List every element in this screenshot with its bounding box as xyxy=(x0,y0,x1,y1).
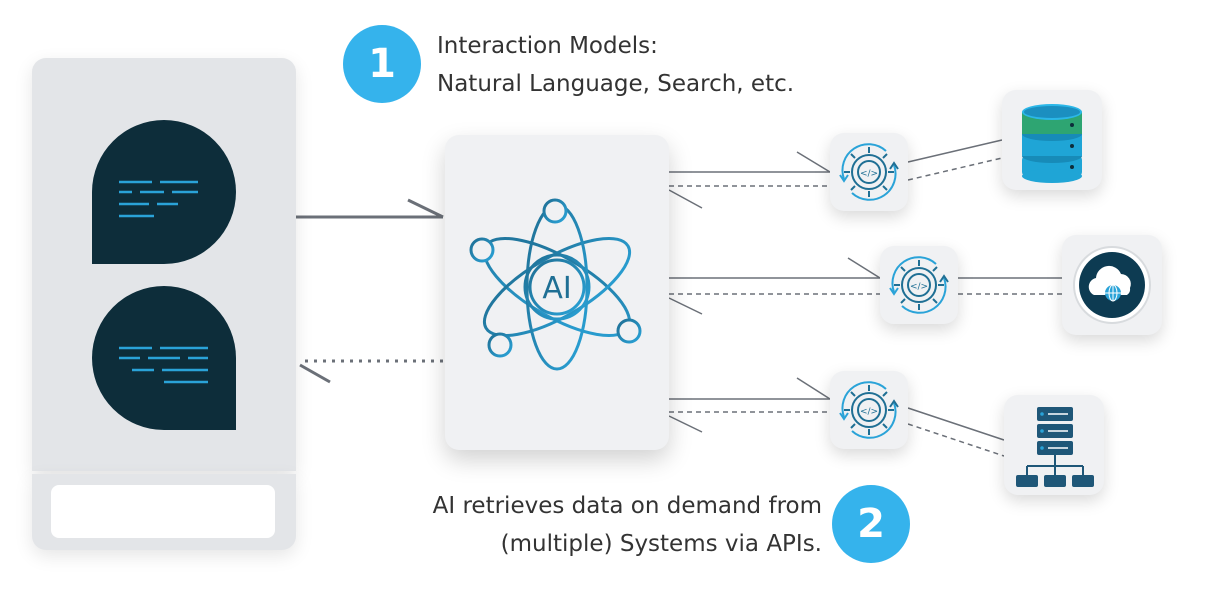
cloud-globe-icon xyxy=(1073,246,1151,324)
step-2-caption-line-2: (multiple) Systems via APIs. xyxy=(500,531,822,557)
ai-label: AI xyxy=(542,271,571,306)
system-cloud xyxy=(1062,235,1162,335)
system-call-line xyxy=(907,139,1003,163)
chat-input-field[interactable] xyxy=(51,485,275,538)
api-gear-icon: </> xyxy=(889,256,949,314)
api-gear-icon: </> xyxy=(839,381,899,439)
api-code-glyph: </> xyxy=(860,407,878,417)
ai-engine-card xyxy=(445,135,669,450)
atom-icon: AI xyxy=(469,198,642,371)
system-database xyxy=(1002,90,1102,190)
server-network-icon xyxy=(1016,407,1094,487)
step-1-caption: Interaction Models: Natural Language, Se… xyxy=(437,27,794,103)
step-2-caption: AI retrieves data on demand from (multip… xyxy=(380,487,822,563)
api-call-arrowhead xyxy=(796,151,831,173)
step-1-caption-line-1: Interaction Models: xyxy=(437,33,658,59)
step-2-badge: 2 xyxy=(832,485,910,563)
api-return-arrowhead xyxy=(668,415,703,433)
step-2-caption-line-1: AI retrieves data on demand from xyxy=(432,493,822,519)
chat-bubble-assistant xyxy=(92,286,236,430)
system-return-line xyxy=(907,423,1005,457)
chat-bubble-user xyxy=(92,120,236,264)
api-call-arrowhead xyxy=(796,377,831,400)
step-1-caption-line-2: Natural Language, Search, etc. xyxy=(437,71,795,97)
system-servers xyxy=(1004,395,1104,495)
step-1-badge: 1 xyxy=(343,25,421,103)
api-gear-icon: </> xyxy=(839,143,899,201)
api-connector-1: </> xyxy=(830,133,908,211)
api-return-arrowhead xyxy=(668,189,703,209)
database-icon xyxy=(1022,104,1082,183)
api-code-glyph: </> xyxy=(860,169,878,179)
system-call-line xyxy=(907,407,1005,441)
api-call-arrowhead xyxy=(847,257,881,279)
api-connector-2: </> xyxy=(880,246,958,324)
api-code-glyph: </> xyxy=(910,282,928,292)
api-connector-3: </> xyxy=(830,371,908,449)
api-return-arrowhead xyxy=(668,297,703,315)
request-arrow-head xyxy=(407,198,444,219)
response-arrow-head xyxy=(299,363,331,384)
system-return-line xyxy=(907,157,1003,181)
